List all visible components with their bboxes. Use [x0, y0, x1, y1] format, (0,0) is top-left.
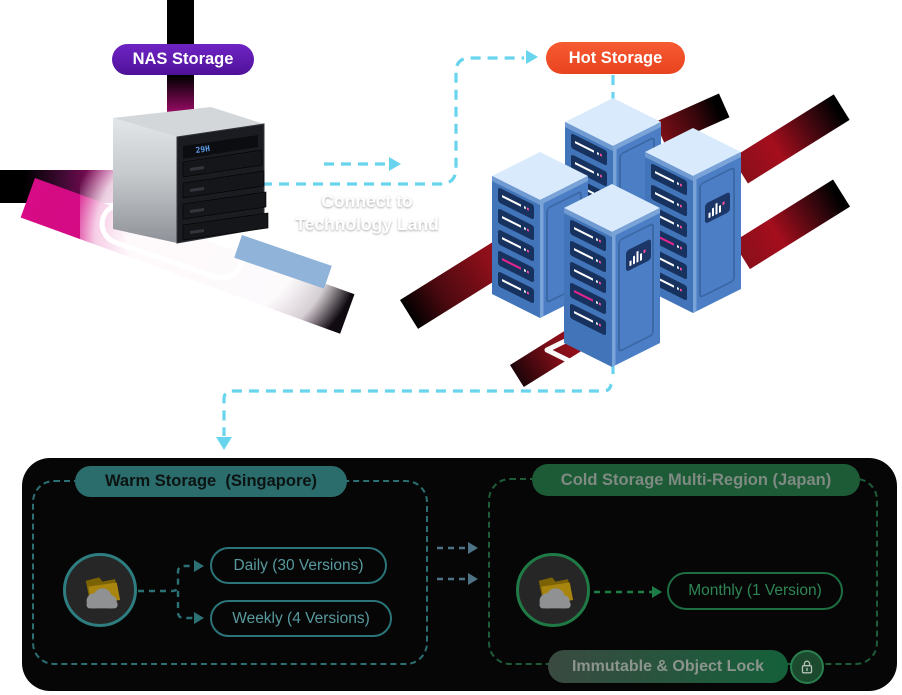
connect-caption: Connect to Technology Land: [278, 190, 456, 236]
decor-red-stripe-1: [655, 93, 730, 146]
cold-storage-title-badge: Cold Storage Multi-Region (Japan): [532, 464, 860, 496]
server-tower-front: [564, 184, 660, 367]
hot-storage-badge: Hot Storage: [546, 42, 685, 74]
decor-blue-floor-piece: [234, 235, 332, 289]
daily-versions-pill: Daily (30 Versions): [210, 547, 387, 584]
warm-folder-cloud-icon: [63, 553, 137, 627]
folder-cloud-glyph: [85, 577, 121, 609]
server-cluster: [492, 98, 741, 367]
nas-storage-badge: NAS Storage: [112, 44, 254, 75]
folder-cloud-glyph: [538, 577, 574, 609]
server-meter-badge: [626, 239, 651, 271]
monthly-versions-pill: Monthly (1 Version): [667, 572, 843, 610]
warm-storage-title-badge: Warm Storage (Singapore): [75, 466, 347, 497]
floor-diamonds: [479, 292, 748, 385]
decor-red-stripe-4: [400, 233, 525, 329]
server-tower-back: [565, 98, 661, 258]
immutable-object-lock-badge: Immutable & Object Lock: [548, 650, 788, 683]
decor-white-glow: [80, 115, 350, 365]
nas-display-slot: [183, 135, 258, 159]
lock-icon: [790, 650, 824, 684]
connect-caption-line1: Connect to: [321, 191, 413, 211]
lock-glyph: [801, 660, 813, 674]
decor-left-dark-band: [0, 170, 113, 203]
decor-white-floor-outline: [93, 196, 250, 287]
arrow-servers-to-panel: [222, 382, 613, 436]
weekly-versions-pill: Weekly (4 Versions): [210, 600, 392, 637]
server-meter-badge: [705, 192, 730, 223]
server-tower-left: [492, 152, 588, 318]
decor-red-stripe-5: [510, 322, 592, 388]
connect-caption-line2: Technology Land: [295, 214, 439, 235]
arrow-nas-to-hot: [262, 56, 524, 186]
nas-drive-bays: [182, 149, 269, 241]
server-tower-right: [645, 128, 741, 313]
cyan-arrows: [222, 56, 615, 436]
nas-led-text: 29H: [195, 144, 211, 155]
decor-red-stripe-3: [733, 179, 851, 270]
cold-folder-cloud-icon: [516, 553, 590, 627]
backup-tiers-panel: Warm Storage (Singapore) Cold Storage Mu…: [22, 458, 897, 691]
cyan-arrowheads: [216, 50, 538, 450]
nas-device: 29H: [113, 107, 269, 244]
decor-red-stripe-2: [732, 94, 850, 184]
